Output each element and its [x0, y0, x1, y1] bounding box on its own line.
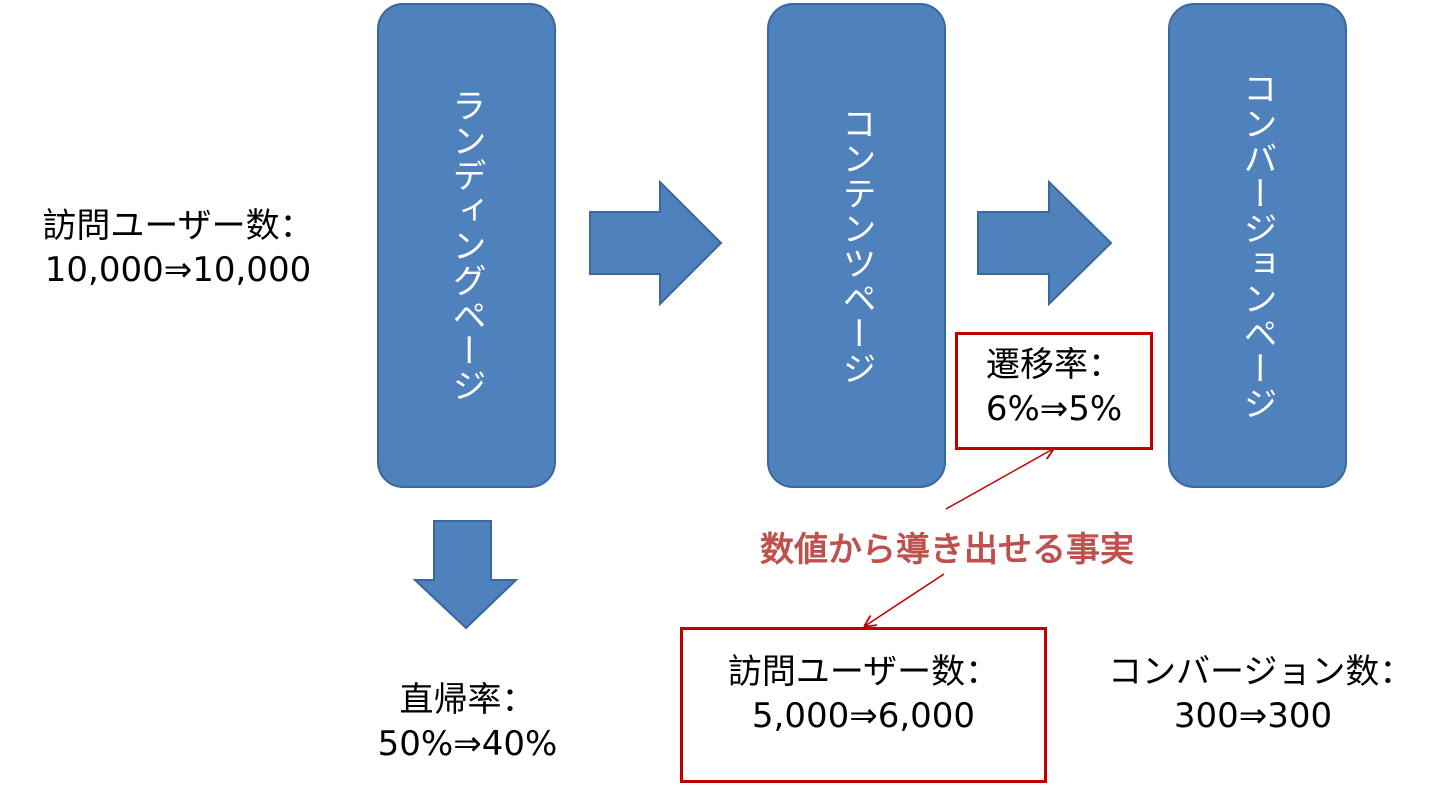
- landing-page-label: ランディングページ: [446, 88, 486, 403]
- conversions-value: 300⇒300: [1173, 696, 1333, 736]
- arrow-right-1: [589, 179, 723, 307]
- transition-rate-title: 遷移率：: [986, 345, 1122, 385]
- visitors-top-title: 訪問ユーザー数：: [42, 206, 314, 246]
- connector-to-visitors: [865, 573, 945, 626]
- conversion-page-box: コンバージョンページ: [1168, 3, 1347, 488]
- bounce-rate-value: 50%⇒40%: [377, 724, 558, 764]
- landing-page-box: ランディングページ: [377, 3, 556, 488]
- visitors-content-metric: 訪問ユーザー数： 5,000⇒6,000: [680, 650, 1047, 738]
- visitors-top-metric: 訪問ユーザー数： 10,000⇒10,000: [28, 204, 328, 292]
- transition-rate-highlight: [955, 332, 1153, 450]
- visitors-content-highlight: [680, 627, 1047, 783]
- content-page-box: コンテンツページ: [767, 3, 946, 488]
- arrow-down: [412, 520, 519, 630]
- content-page-label: コンテンツページ: [836, 105, 876, 386]
- conversion-page-label: コンバージョンページ: [1237, 70, 1277, 421]
- bounce-rate-title: 直帰率：: [399, 680, 536, 720]
- conversions-title: コンバージョン数：: [1108, 652, 1414, 692]
- bounce-rate-metric: 直帰率： 50%⇒40%: [340, 678, 595, 766]
- connector-to-transition: [945, 449, 1053, 510]
- transition-rate-metric: 遷移率： 6%⇒5%: [955, 343, 1153, 431]
- conversions-metric: コンバージョン数： 300⇒300: [1108, 650, 1414, 738]
- visitors-top-value: 10,000⇒10,000: [44, 250, 312, 290]
- callout-text: 数値から導き出せる事実: [760, 530, 1134, 570]
- visitors-content-title: 訪問ユーザー数：: [727, 652, 1000, 692]
- visitors-content-value: 5,000⇒6,000: [751, 696, 976, 736]
- transition-rate-value: 6%⇒5%: [985, 389, 1123, 429]
- arrow-right-2: [977, 179, 1113, 307]
